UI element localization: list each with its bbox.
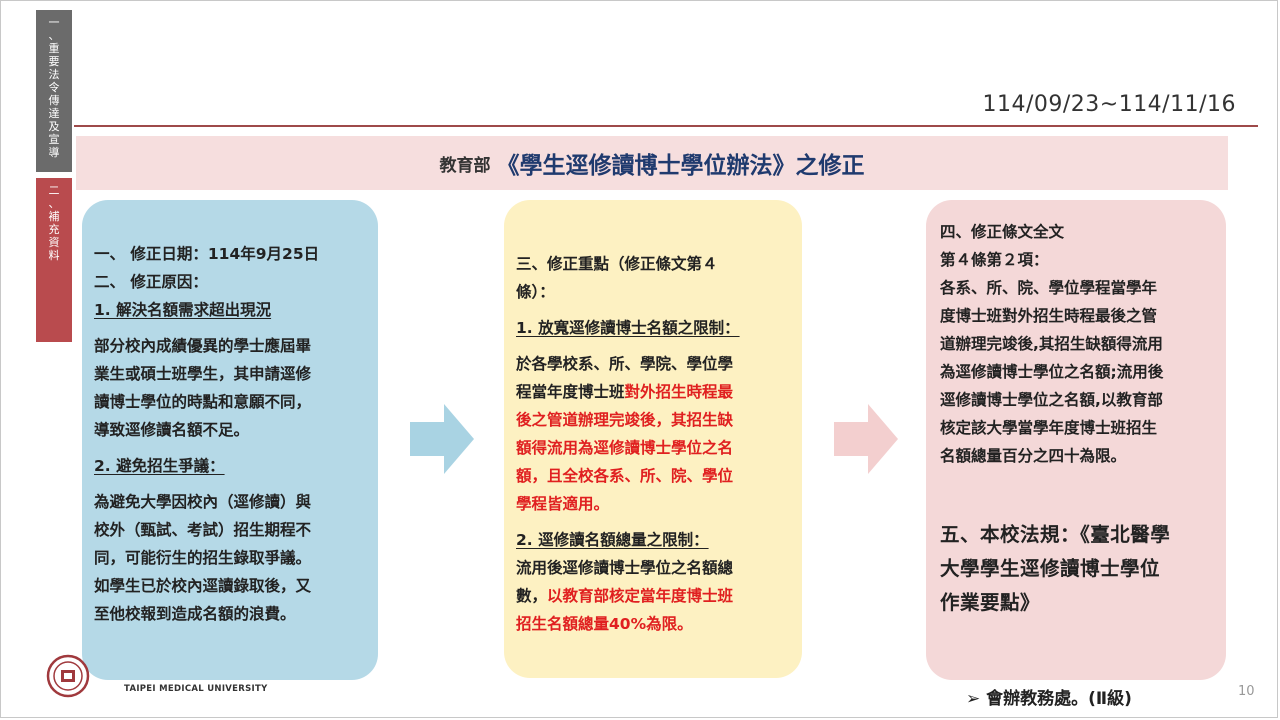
point-2-highlight: 以教育部核定當年度博士班 [547, 587, 734, 605]
reason-2-heading: 2. 避免招生爭議： [94, 457, 225, 475]
tab-char: 導 [48, 146, 60, 159]
revision-date: 一、 修正日期：114年9月25日 [94, 245, 320, 263]
reason-2-text: 為避免大學因校內（逕修讀）與 [94, 493, 312, 511]
point-1-highlight: 後之管道辦理完竣後，其招生缺 [516, 411, 734, 429]
university-logo-icon [46, 654, 90, 698]
article-heading: 第４條第２項： [940, 251, 1049, 269]
reason-1-text: 導致逕修讀名額不足。 [94, 421, 250, 439]
reason-1-text: 部分校內成績優異的學士應屆畢 [94, 337, 312, 355]
school-regulation: 作業要點》 [940, 591, 1041, 614]
date-range: 114/09/23~114/11/16 [982, 92, 1236, 117]
tab-char: 補 [48, 210, 60, 223]
arrow-right-icon [410, 404, 474, 474]
point-2-text: 流用後逕修讀博士學位之名額總 [516, 559, 734, 577]
article-text: 名額總量百分之四十為限。 [940, 447, 1127, 465]
tab-char: 法 [48, 68, 60, 81]
page-number: 10 [1238, 684, 1255, 699]
article-text: 為逕修讀博士學位之名額;流用後 [940, 363, 1164, 381]
tab-char: 要 [48, 55, 60, 68]
side-tab-supplementary[interactable]: 二 、 補 充 資 料 [36, 178, 72, 342]
arrow-right-icon [834, 404, 898, 474]
tab-char: 及 [48, 120, 60, 133]
point-1-text: 程當年度博士班 [516, 383, 625, 401]
article-text: 度博士班對外招生時程最後之管 [940, 307, 1158, 325]
reason-1-heading: 1. 解決名額需求超出現況 [94, 301, 272, 319]
header-divider [74, 125, 1258, 127]
point-1-highlight: 額得流用為逕修讀博士學位之名 [516, 439, 734, 457]
side-tab-announcements[interactable]: 一 、 重 要 法 令 傳 達 及 宣 導 [36, 10, 72, 174]
key-points-heading: 三、修正重點（修正條文第４ [516, 255, 718, 273]
footer-note: ➢ 會辦教務處。(Ⅱ級) [966, 689, 1132, 709]
tab-char: 重 [48, 42, 60, 55]
point-1-text: 於各學校系、所、學院、學位學 [516, 355, 734, 373]
point-1-heading: 1. 放寬逕修讀博士名額之限制： [516, 319, 740, 337]
reason-heading: 二、 修正原因： [94, 273, 208, 291]
tab-char: 資 [48, 236, 60, 249]
point-1-highlight: 學程皆適用。 [516, 495, 610, 513]
point-1-highlight: 額，且全校各系、所、院、學位 [516, 467, 734, 485]
reason-1-text: 讀博士學位的時點和意願不同， [94, 393, 312, 411]
point-1-highlight: 對外招生時程最 [624, 383, 734, 401]
tab-char: 一 [48, 16, 60, 29]
reason-2-text: 同，可能衍生的招生錄取爭議。 [94, 549, 312, 567]
tab-char: 令 [48, 81, 60, 94]
tab-char: 、 [48, 29, 60, 42]
tab-char: 二 [48, 184, 60, 197]
reason-1-text: 業生或碩士班學生，其申請逕修 [94, 365, 312, 383]
banner-title: 《學生逕修讀博士學位辦法》之修正 [496, 153, 865, 179]
article-text: 逕修讀博士學位之名額,以教育部 [940, 391, 1163, 409]
key-points-heading: 條）： [516, 283, 555, 301]
point-2-highlight: 招生名額總量40%為限。 [516, 615, 693, 633]
point-2-text: 數， [516, 587, 548, 605]
article-text: 道辦理完竣後,其招生缺額得流用 [940, 335, 1163, 353]
university-name: TAIPEI MEDICAL UNIVERSITY [124, 684, 268, 694]
school-regulation: 大學學生逕修讀博士學位 [940, 557, 1161, 580]
full-text-box: 四、修正條文全文 第４條第２項： 各系、所、院、學位學程當學年 度博士班對外招生… [926, 200, 1226, 680]
article-text: 核定該大學當學年度博士班招生 [940, 419, 1158, 437]
reason-2-text: 至他校報到造成名額的浪費。 [94, 605, 296, 623]
title-banner: 教育部 《學生逕修讀博士學位辦法》之修正 [76, 136, 1228, 190]
tab-char: 料 [48, 249, 60, 262]
tab-char: 充 [48, 223, 60, 236]
tab-char: 宣 [48, 133, 60, 146]
full-text-heading: 四、修正條文全文 [940, 223, 1065, 241]
banner-prefix: 教育部 [439, 155, 491, 176]
article-text: 各系、所、院、學位學程當學年 [940, 279, 1158, 297]
tab-char: 達 [48, 107, 60, 120]
tab-char: 傳 [48, 94, 60, 107]
reason-2-text: 如學生已於校內逕讀錄取後，又 [94, 577, 312, 595]
revision-reason-box: 一、 修正日期：114年9月25日 二、 修正原因： 1. 解決名額需求超出現況… [82, 200, 378, 680]
reason-2-text: 校外（甄試、考試）招生期程不 [94, 521, 312, 539]
revision-key-points-box: 三、修正重點（修正條文第４ 條）： 1. 放寬逕修讀博士名額之限制： 於各學校系… [504, 200, 802, 678]
point-2-heading: 2. 逕修讀名額總量之限制： [516, 531, 709, 549]
school-regulation: 五、本校法規：《臺北醫學 [940, 523, 1171, 546]
tab-char: 、 [48, 197, 60, 210]
